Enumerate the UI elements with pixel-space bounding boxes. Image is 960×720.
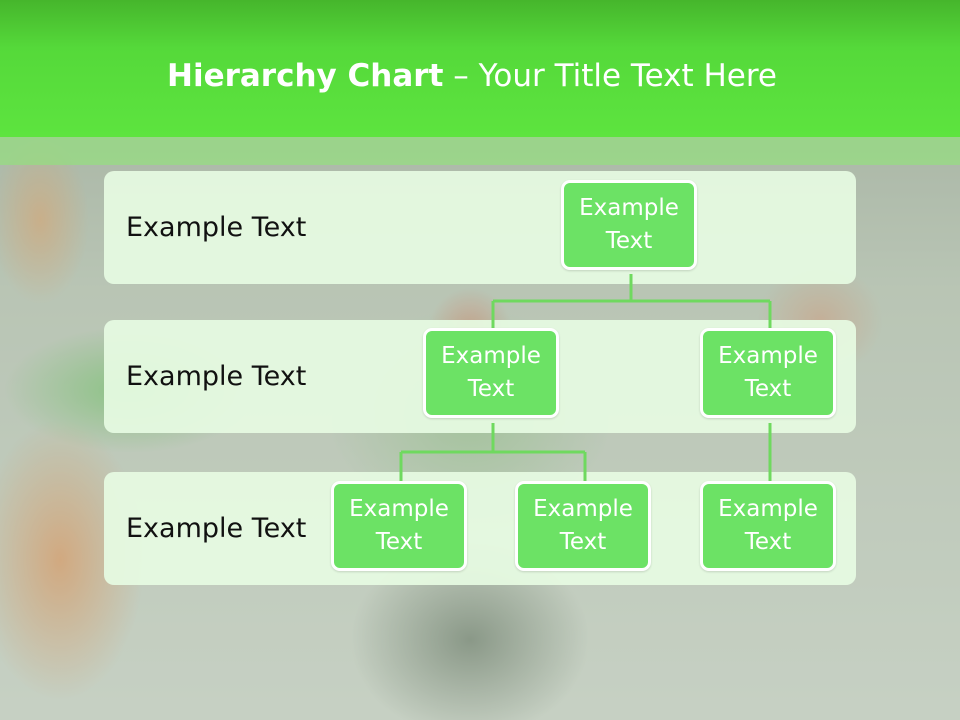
- node-root[interactable]: Example Text: [561, 180, 697, 270]
- title-bar: Hierarchy Chart – Your Title Text Here: [0, 0, 960, 137]
- title-underline-strip: [0, 137, 960, 165]
- node-level3-right[interactable]: Example Text: [700, 481, 836, 571]
- node-level3-middle-text: Example Text: [533, 496, 633, 555]
- node-level3-left-text: Example Text: [349, 496, 449, 555]
- node-root-text: Example Text: [579, 195, 679, 254]
- level-band-1: Example Text: [104, 171, 856, 284]
- slide-title-rest: – Your Title Text Here: [443, 58, 777, 94]
- level-label-3: Example Text: [126, 513, 307, 544]
- node-level3-left[interactable]: Example Text: [331, 481, 467, 571]
- level-label-1: Example Text: [126, 212, 307, 243]
- node-level2-left-text: Example Text: [441, 343, 541, 402]
- node-level2-right-text: Example Text: [718, 343, 818, 402]
- node-level3-middle[interactable]: Example Text: [515, 481, 651, 571]
- slide-title: Hierarchy Chart – Your Title Text Here: [0, 54, 944, 98]
- node-level2-right[interactable]: Example Text: [700, 328, 836, 418]
- node-level3-right-text: Example Text: [718, 496, 818, 555]
- level-label-2: Example Text: [126, 361, 307, 392]
- slide-title-bold: Hierarchy Chart: [167, 58, 444, 94]
- node-level2-left[interactable]: Example Text: [423, 328, 559, 418]
